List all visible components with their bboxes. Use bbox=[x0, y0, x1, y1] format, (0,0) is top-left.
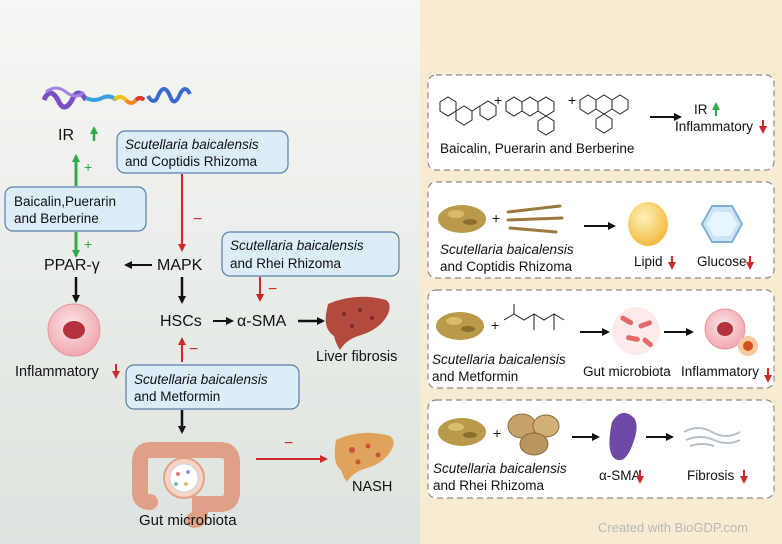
sb-metformin-box-line2: and Metformin bbox=[134, 389, 220, 404]
sb-coptidis-box-line1: Scutellaria baicalensis bbox=[125, 137, 259, 152]
sb-metformin-box-line1: Scutellaria baicalensis bbox=[134, 372, 268, 387]
p1-compounds-label: Baicalin, Puerarin and Berberine bbox=[440, 141, 634, 156]
sb-rhei-box bbox=[221, 231, 400, 277]
p2-herb1-label: Scutellaria baicalensis bbox=[440, 242, 574, 257]
p3-inflammatory-cell-icon bbox=[704, 308, 758, 356]
p1-inflammatory-label: Inflammatory bbox=[675, 119, 753, 134]
p4-plus-sign: + bbox=[493, 425, 501, 441]
insulin-receptor-protein-icon bbox=[41, 86, 192, 110]
coptidis-root-icon bbox=[506, 204, 564, 234]
glucose-hexagon-icon bbox=[700, 205, 744, 243]
p4-herb2-label: and Rhei Rhizoma bbox=[433, 478, 545, 493]
metformin-hscs-minus-sign: − bbox=[189, 341, 198, 358]
p3-herb1-label: Scutellaria baicalensis bbox=[432, 352, 566, 367]
nash-label: NASH bbox=[352, 479, 392, 495]
nash-liver-icon bbox=[334, 432, 394, 482]
gut-intestine-icon bbox=[132, 442, 240, 528]
p2-lipid-label: Lipid bbox=[634, 254, 663, 269]
gut-microbiota-label: Gut microbiota bbox=[139, 512, 237, 529]
inflammatory-label: Inflammatory bbox=[15, 364, 100, 380]
p1-ir-label: IR bbox=[694, 102, 708, 117]
coptidis-mapk-minus-sign: − bbox=[193, 211, 202, 228]
baicalin-structure-icon bbox=[439, 96, 497, 126]
sb-rhei-box-line2: and Rhei Rhizoma bbox=[230, 256, 342, 271]
fibrotic-liver-icon bbox=[325, 296, 390, 350]
liver-fibrosis-label: Liver fibrosis bbox=[316, 349, 397, 365]
fibrosis-fibers-icon bbox=[683, 427, 741, 447]
sb-rhei-box-line1: Scutellaria baicalensis bbox=[230, 238, 364, 253]
hscs-label: HSCs bbox=[160, 313, 202, 330]
gut-microbiota-bacteria-icon bbox=[612, 307, 660, 355]
p3-inflammatory-label: Inflammatory bbox=[681, 364, 759, 379]
p2-herb2-label: and Coptidis Rhizoma bbox=[440, 259, 573, 274]
p2-glucose-label: Glucose bbox=[697, 254, 747, 269]
p3-plus-sign: + bbox=[491, 317, 499, 333]
p2-plus-sign: + bbox=[492, 210, 500, 226]
p4-herb1-label: Scutellaria baicalensis bbox=[433, 461, 567, 476]
gut-nash-minus-sign: − bbox=[284, 435, 293, 452]
p3-gut-label: Gut microbiota bbox=[583, 364, 671, 379]
plus-sign-2: + bbox=[568, 92, 576, 108]
asma-label: α-SMA bbox=[237, 313, 287, 330]
p4-fibrosis-label: Fibrosis bbox=[687, 468, 735, 483]
asma-protein-icon bbox=[609, 412, 637, 461]
berberine-structure-icon bbox=[579, 94, 629, 134]
sb-coptidis-box bbox=[116, 130, 289, 174]
rhei-asma-minus-sign: − bbox=[268, 281, 277, 298]
bpb-ppar-plus-sign: + bbox=[84, 236, 92, 252]
scutellaria-herb-icon-2 bbox=[436, 312, 484, 340]
sb-coptidis-box-line2: and Coptidis Rhizoma bbox=[125, 154, 258, 169]
plus-sign-1: + bbox=[494, 92, 502, 108]
bpb-box-line1: Baicalin,Puerarin bbox=[14, 194, 116, 209]
scutellaria-herb-icon bbox=[438, 205, 486, 233]
bpb-box bbox=[4, 186, 147, 232]
puerarin-structure-icon bbox=[505, 96, 555, 136]
metformin-structure-icon bbox=[503, 304, 565, 330]
sb-metformin-box bbox=[125, 364, 300, 410]
mapk-label: MAPK bbox=[157, 257, 203, 274]
ppar-gamma-label: PPAR-γ bbox=[44, 257, 100, 274]
panel-coptidis bbox=[427, 181, 775, 279]
bpb-ir-plus-sign: + bbox=[84, 159, 92, 175]
lipid-droplet-icon bbox=[628, 202, 668, 246]
scutellaria-herb-icon-3 bbox=[438, 418, 486, 446]
watermark-text: Created with BioGDP.com bbox=[598, 520, 748, 535]
ir-label: IR bbox=[58, 127, 74, 144]
bpb-box-line2: and Berberine bbox=[14, 211, 99, 226]
p3-herb2-label: and Metformin bbox=[432, 369, 518, 384]
p4-asma-label: α-SMA bbox=[599, 468, 641, 483]
rhei-rhizoma-icon bbox=[507, 413, 560, 456]
inflammatory-cell-icon bbox=[47, 303, 101, 357]
panel-compounds bbox=[427, 74, 775, 171]
